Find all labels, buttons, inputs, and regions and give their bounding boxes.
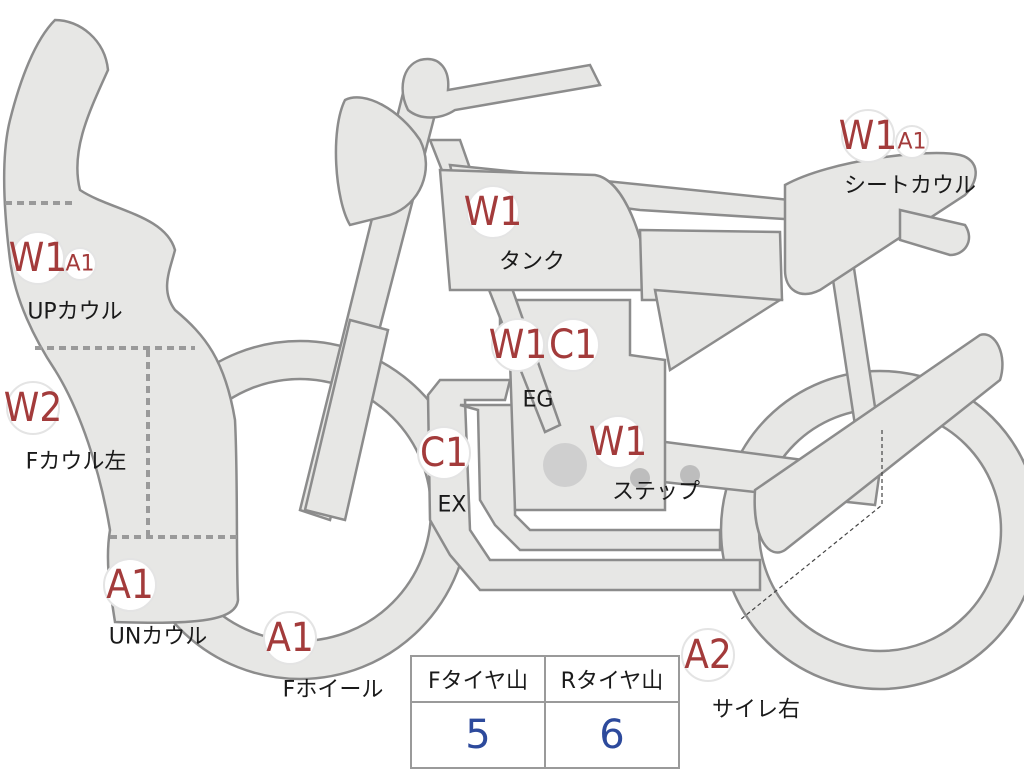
exhaust-pipe: [426, 378, 762, 592]
marker-up-cowl: W1 A1 UPカウル: [9, 231, 123, 325]
code-w1: W1: [589, 419, 647, 465]
marker-f-cowl-left: W2 Fカウル左: [4, 381, 127, 475]
part-label: EX: [438, 493, 467, 518]
silencer: [753, 333, 1004, 554]
engine-cover: [543, 443, 587, 487]
code-w1: W1: [839, 113, 897, 159]
handlebar: [401, 57, 602, 119]
code-a2: A2: [684, 632, 732, 678]
part-label: タンク: [499, 250, 565, 275]
code-w2: W2: [4, 385, 62, 431]
marker-un-cowl: A1 UNカウル: [103, 558, 208, 650]
marker-tank: W1 タンク: [464, 185, 565, 275]
part-label: シートカウル: [844, 174, 976, 199]
marker-exhaust: C1 EX: [417, 426, 471, 518]
front-tire-tread-header: Fタイヤ山: [410, 655, 546, 703]
headlight-housing: [334, 96, 428, 227]
code-a1: A1: [65, 252, 94, 277]
tire-tread-header-row: Fタイヤ山 Rタイヤ山: [410, 655, 680, 703]
part-label: UPカウル: [27, 300, 122, 325]
part-label: サイレ右: [712, 698, 800, 723]
marker-engine: W1 C1 EG: [489, 318, 600, 413]
code-w1: W1: [9, 235, 67, 281]
code-c1: C1: [549, 322, 597, 368]
tire-tread-table: Fタイヤ山 Rタイヤ山 5 6: [410, 655, 680, 769]
marker-f-wheel: A1 Fホイール: [263, 611, 384, 703]
seat-cowl-body: [783, 151, 977, 296]
rear-tire-tread-header: Rタイヤ山: [544, 655, 680, 703]
code-w1: W1: [464, 189, 522, 235]
code-a1: A1: [897, 130, 926, 155]
front-tire-tread-value: 5: [410, 701, 546, 769]
step-peg-1: [630, 468, 650, 488]
step-peg-2: [680, 465, 700, 485]
part-label: ステップ: [612, 480, 700, 505]
marker-seat-cowl: W1 A1 シートカウル: [839, 109, 976, 199]
rear-tire-tread-value: 6: [544, 701, 680, 769]
code-a1: A1: [266, 615, 314, 661]
part-label: EG: [523, 388, 554, 413]
side-panel: [653, 288, 784, 373]
code-w1: W1: [489, 322, 547, 368]
fork-lower: [303, 318, 390, 522]
marker-silencer-right: A2 サイレ右: [681, 628, 800, 723]
silencer-leader-line: [739, 430, 883, 621]
tire-tread-value-row: 5 6: [410, 701, 680, 769]
code-c1: C1: [420, 430, 468, 476]
seat-tail: [898, 208, 971, 257]
part-label: Fカウル左: [26, 450, 127, 475]
front-cowl: [2, 18, 240, 625]
part-label: UNカウル: [109, 625, 208, 650]
part-label: Fホイール: [283, 678, 384, 703]
code-a1: A1: [106, 562, 154, 608]
marker-step: W1 ステップ: [589, 415, 700, 505]
